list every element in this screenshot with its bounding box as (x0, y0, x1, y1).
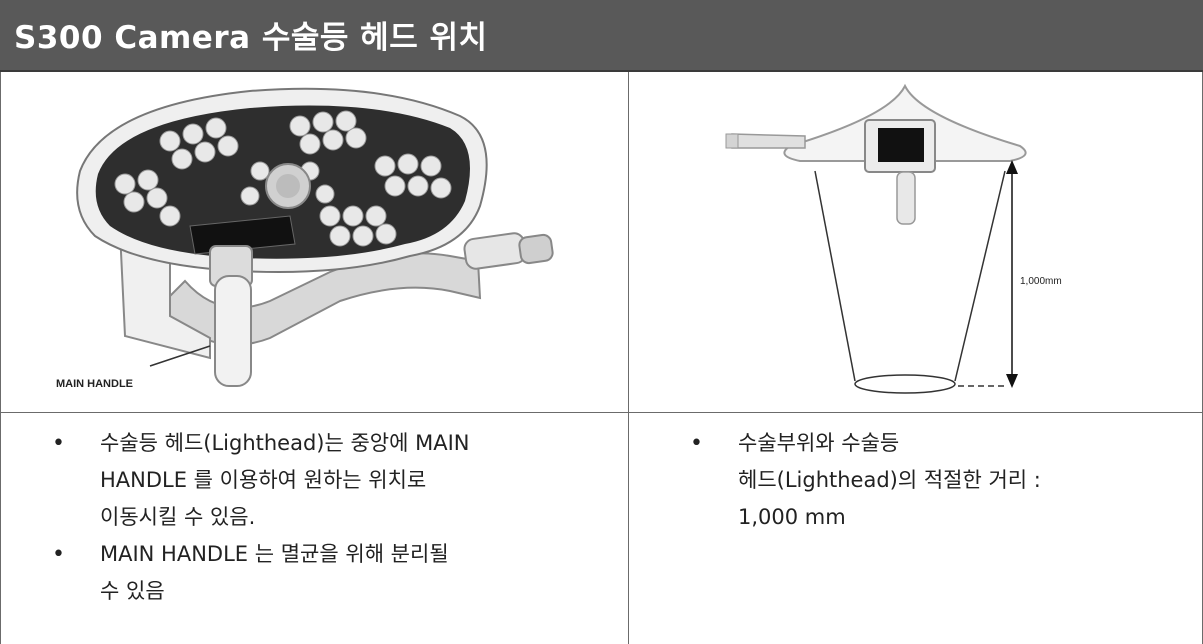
left-notes-list: • 수술등 헤드(Lighthead)는 중앙에 MAIN HANDLE 를 이… (46, 425, 616, 610)
list-item: • MAIN HANDLE 는 멸균을 위해 분리될 수 있음 (46, 536, 616, 610)
right-notes-list: • 수술부위와 수술등 헤드(Lighthead)의 적절한 거리 : 1,00… (684, 425, 1184, 536)
note-line: 1,000 mm (738, 505, 846, 529)
distance-label: 1,000mm (1020, 276, 1062, 287)
note-line: 이동시킬 수 있음. (100, 505, 256, 529)
list-item: • 수술부위와 수술등 헤드(Lighthead)의 적절한 거리 : 1,00… (684, 425, 1184, 536)
bullet-marker: • (52, 431, 65, 456)
note-line: 수술부위와 수술등 (738, 431, 900, 455)
bullet-marker: • (52, 542, 65, 567)
note-line: MAIN HANDLE 는 멸균을 위해 분리될 (100, 542, 449, 566)
note-line: 수 있음 (100, 579, 165, 603)
note-line: HANDLE 를 이용하여 원하는 위치로 (100, 468, 427, 492)
bullet-marker: • (690, 431, 703, 456)
table-border-left (0, 72, 1, 644)
table-divider-horizontal (0, 412, 1203, 413)
surgical-lighthead-with-handle-illustration-icon (76, 87, 554, 387)
lighthead-side-view-beam-diagram-icon (725, 83, 1027, 394)
lighthead-illustration: MAIN HANDLE (10, 76, 610, 406)
title-bar: S300 Camera 수술등 헤드 위치 (0, 0, 1203, 72)
table-divider-vertical (628, 72, 629, 644)
note-line: 헤드(Lighthead)의 적절한 거리 : (738, 468, 1041, 492)
list-item: • 수술등 헤드(Lighthead)는 중앙에 MAIN HANDLE 를 이… (46, 425, 616, 536)
beam-distance-illustration: 1,000mm (640, 76, 1195, 406)
main-handle-label: MAIN HANDLE (56, 378, 133, 390)
note-line: 수술등 헤드(Lighthead)는 중앙에 MAIN (100, 431, 470, 455)
page-title: S300 Camera 수술등 헤드 위치 (14, 20, 488, 56)
